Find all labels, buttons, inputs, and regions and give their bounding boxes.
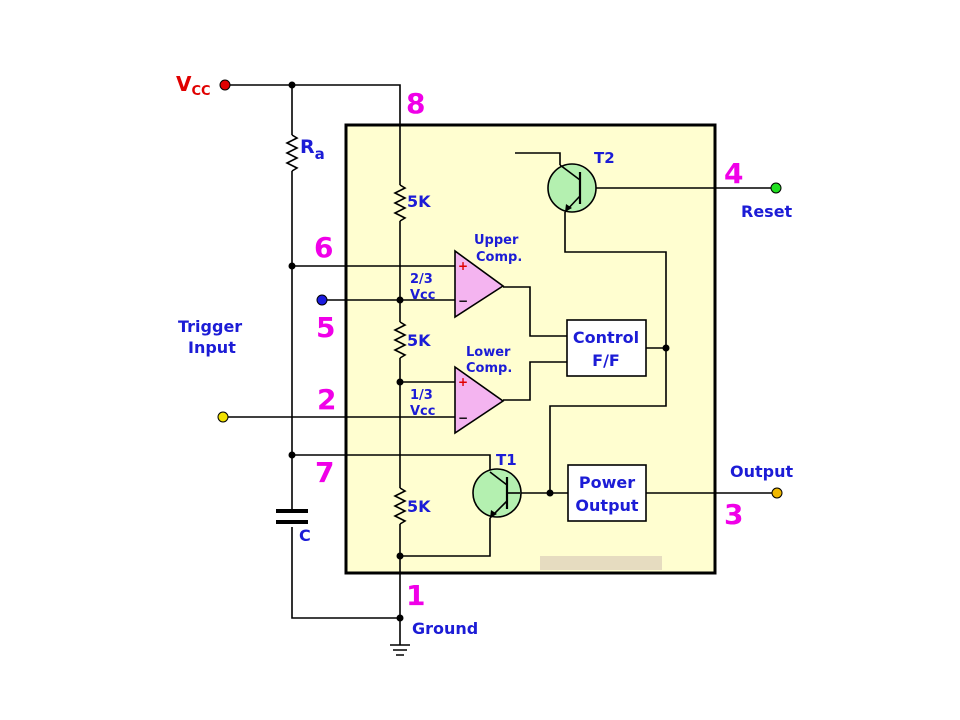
control-voltage-terminal — [316, 294, 328, 306]
vcc-label: VCC — [176, 72, 211, 99]
one-third-vcc-line2: Vcc — [410, 404, 435, 419]
lower-comp-minus: − — [458, 411, 468, 425]
lower-comp-label-line2: Comp. — [466, 361, 512, 376]
output-label: Output — [730, 462, 793, 481]
lower-comp-plus: + — [458, 375, 468, 389]
upper-comp-label-line1: Upper — [474, 233, 519, 248]
resistor-mid-label: 5K — [407, 331, 431, 350]
vcc-terminal — [219, 79, 231, 91]
t1-label: T1 — [496, 451, 517, 469]
pin-6: 6 — [314, 231, 333, 264]
control-ff-label-line2: F/F — [592, 351, 620, 370]
lower-comp-label-line1: Lower — [466, 345, 511, 360]
two-thirds-vcc-line2: Vcc — [410, 288, 435, 303]
power-output-label-line2: Output — [575, 496, 638, 515]
chip-body — [344, 123, 717, 575]
trigger-label-line1: Trigger — [178, 317, 242, 336]
capacitor-plate-top — [276, 509, 308, 513]
ra-label: Ra — [300, 136, 325, 163]
pin-7: 7 — [315, 456, 334, 489]
capacitor-label: C — [299, 526, 311, 545]
chip-shadow-strip — [540, 556, 662, 570]
upper-comp-label-line2: Comp. — [476, 250, 522, 265]
pin-5: 5 — [316, 311, 335, 344]
reset-terminal — [770, 182, 782, 194]
transistor-t1 — [472, 468, 522, 519]
upper-comp-plus: + — [458, 259, 468, 273]
output-terminal — [771, 487, 783, 499]
wires — [223, 84, 777, 656]
power-output-label-line1: Power — [579, 473, 635, 492]
pin-4: 4 — [724, 157, 743, 190]
power-output-box — [567, 464, 647, 522]
pin-8: 8 — [406, 87, 425, 120]
resistor-top-label: 5K — [407, 192, 431, 211]
control-ff-label-line1: Control — [573, 328, 639, 347]
pin-1: 1 — [406, 579, 425, 612]
trigger-terminal — [217, 411, 229, 423]
reset-label: Reset — [741, 202, 793, 221]
capacitor-plate-bottom — [276, 520, 308, 524]
t2-label: T2 — [594, 149, 615, 167]
pin-3: 3 — [724, 498, 743, 531]
one-third-vcc-line1: 1/3 — [410, 388, 433, 403]
ground-label: Ground — [412, 619, 478, 638]
transistor-t2 — [547, 163, 597, 213]
pin-2: 2 — [317, 383, 336, 416]
two-thirds-vcc-line1: 2/3 — [410, 272, 433, 287]
control-ff-box — [566, 319, 647, 377]
upper-comp-minus: − — [458, 294, 468, 308]
resistor-bottom-label: 5K — [407, 497, 431, 516]
lower-comparator — [454, 365, 505, 435]
upper-comparator — [454, 249, 505, 319]
trigger-label-line2: Input — [188, 338, 236, 357]
junction-dots — [288, 81, 670, 622]
